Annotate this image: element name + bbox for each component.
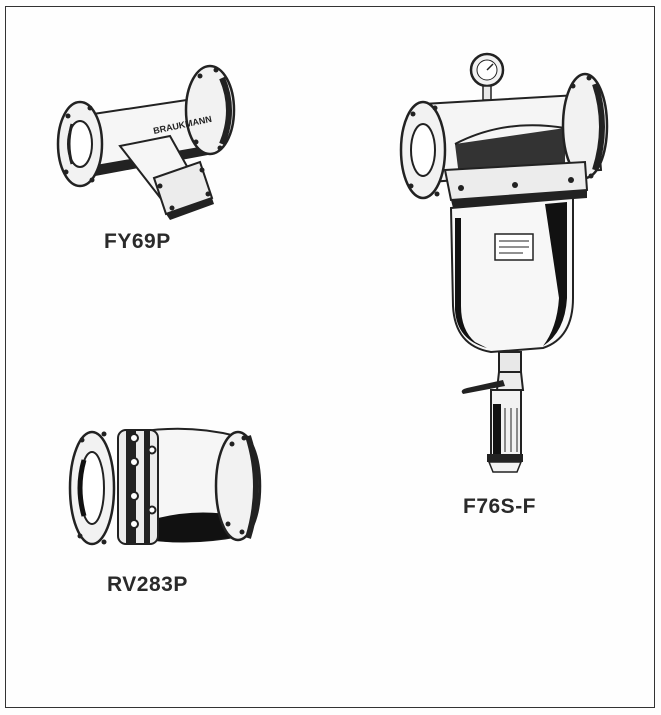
filter-illustration [395,48,620,488]
product-label-rv283p: RV283P [107,573,188,596]
check-valve-illustration [68,420,273,555]
product-label-fy69p: FY69P [104,230,171,253]
page-frame [5,6,655,708]
product-label-f76s-f: F76S-F [463,495,537,518]
y-strainer-illustration: BRAUKMANN [50,58,240,223]
